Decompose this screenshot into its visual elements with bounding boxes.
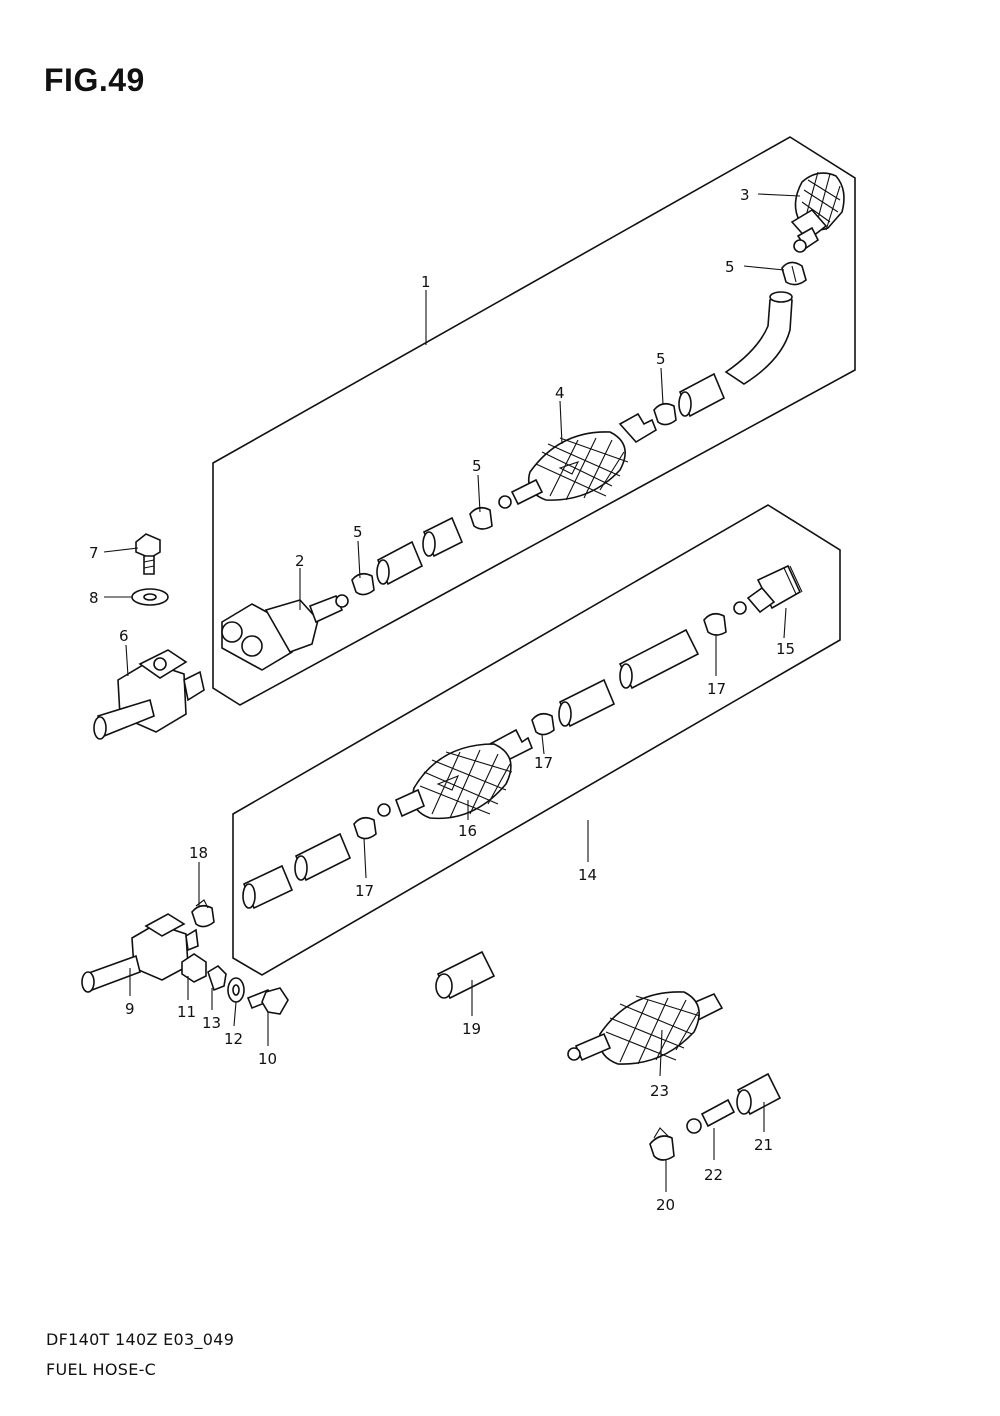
callout-6: 6 bbox=[119, 627, 129, 645]
assembly-14-frame bbox=[232, 504, 841, 976]
part-5-clip-b bbox=[653, 402, 677, 426]
part-23-primer-bulb bbox=[567, 991, 724, 1065]
callout-20: 20 bbox=[656, 1196, 675, 1214]
part-5-clip-a bbox=[781, 261, 807, 286]
fuel-hose-segment-g bbox=[242, 864, 294, 910]
part-17-clip-b bbox=[531, 712, 555, 736]
callout-14: 14 bbox=[578, 866, 597, 884]
part-10-bolt bbox=[246, 987, 289, 1015]
callout-5-top: 5 bbox=[725, 258, 735, 276]
fuel-hose-segment-e bbox=[558, 678, 616, 728]
callout-17-left: 17 bbox=[355, 882, 374, 900]
part-7-bolt bbox=[135, 533, 161, 575]
callout-labels: 1 3 5 5 4 5 5 2 7 8 6 15 17 17 16 14 17 … bbox=[89, 186, 795, 1214]
callout-5-middle: 5 bbox=[472, 457, 482, 475]
callout-2: 2 bbox=[295, 552, 305, 570]
callout-3: 3 bbox=[740, 186, 750, 204]
fuel-hose-segment-c bbox=[376, 540, 424, 586]
callout-9: 9 bbox=[125, 1000, 135, 1018]
callout-21: 21 bbox=[754, 1136, 773, 1154]
callout-11: 11 bbox=[177, 1003, 196, 1021]
leader-lines bbox=[103, 193, 801, 1192]
part-5-clip-d bbox=[351, 572, 375, 596]
callout-7: 7 bbox=[89, 544, 99, 562]
callout-22: 22 bbox=[704, 1166, 723, 1184]
part-20-clamp bbox=[649, 1127, 675, 1161]
callout-5-right: 5 bbox=[656, 350, 666, 368]
part-22-joint bbox=[686, 1098, 736, 1134]
callout-10: 10 bbox=[258, 1050, 277, 1068]
part-12-washer bbox=[227, 977, 245, 1003]
part-11-nut bbox=[181, 953, 207, 983]
fuel-hose-segment-b bbox=[422, 516, 464, 558]
callout-4: 4 bbox=[555, 384, 565, 402]
part-2-tank-connector bbox=[221, 594, 349, 671]
part-16-primer-bulb bbox=[377, 728, 534, 820]
part-3-connector bbox=[790, 171, 845, 253]
callout-12: 12 bbox=[224, 1030, 243, 1048]
part-13-collar bbox=[207, 964, 227, 992]
fuel-hose-bend bbox=[724, 291, 793, 385]
assembly-1-frame bbox=[212, 136, 856, 706]
callout-16: 16 bbox=[458, 822, 477, 840]
part-17-clip-c bbox=[353, 816, 377, 840]
callout-17-middle: 17 bbox=[534, 754, 553, 772]
callout-15: 15 bbox=[776, 640, 795, 658]
part-5-clip-c bbox=[469, 506, 493, 530]
diagram-caption: FUEL HOSE-C bbox=[46, 1360, 157, 1379]
callout-23: 23 bbox=[650, 1082, 669, 1100]
part-8-washer bbox=[131, 588, 169, 606]
part-17-clip-a bbox=[703, 612, 727, 636]
callout-19: 19 bbox=[462, 1020, 481, 1038]
callout-5-left: 5 bbox=[353, 523, 363, 541]
callout-18: 18 bbox=[189, 844, 208, 862]
part-18-clamp bbox=[191, 899, 215, 928]
part-15-connector bbox=[733, 564, 803, 615]
callout-1: 1 bbox=[421, 273, 431, 291]
part-4-primer-bulb bbox=[498, 412, 657, 509]
figure-title: FIG.49 bbox=[44, 62, 145, 98]
fuel-hose-segment-f bbox=[294, 832, 352, 882]
fuel-hose-segment-a bbox=[678, 372, 726, 418]
callout-13: 13 bbox=[202, 1014, 221, 1032]
fuel-hose-segment-d bbox=[618, 628, 700, 690]
part-6-fuel-joint bbox=[93, 649, 205, 740]
model-code: DF140T 140Z E03_049 bbox=[46, 1330, 235, 1349]
part-9-fuel-joint bbox=[81, 913, 199, 993]
callout-8: 8 bbox=[89, 589, 99, 607]
part-21-hose bbox=[736, 1072, 782, 1116]
part-19-hose bbox=[435, 950, 496, 1000]
callout-17-right: 17 bbox=[707, 680, 726, 698]
